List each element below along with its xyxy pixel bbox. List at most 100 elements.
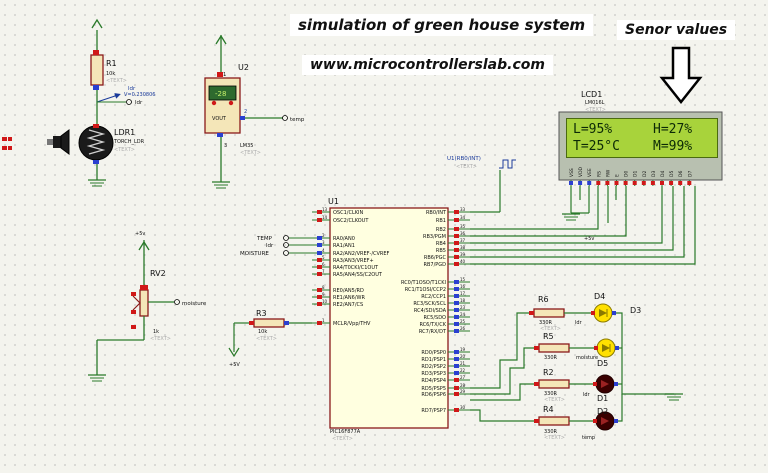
lcd-temperature-reading: T=25°C — [573, 139, 620, 154]
r3-resistor[interactable]: R3 10k <TEXT> +5V — [228, 309, 312, 368]
lcd-pin-label: D6 — [678, 171, 684, 177]
mcu-u1[interactable]: U1 PIC16F877A <TEXT> 13OSC1/CLKIN14OSC2/… — [312, 197, 470, 442]
u2-pin3: 3 — [224, 143, 227, 149]
mcu-pin-number: 19 — [460, 347, 466, 352]
mcu-pin-label: RA1/AN1 — [333, 243, 355, 249]
mcu-pin-number: 1 — [322, 318, 325, 323]
led-section: R6 330R <TEXT> D4 ldr D3 R5 330R — [470, 292, 683, 441]
r3-tag: <TEXT> — [256, 336, 277, 342]
r5-resistor[interactable]: R5 330R — [534, 332, 570, 361]
mcu-pin-number: 7 — [322, 269, 325, 274]
u2-pin1: 1 — [223, 72, 226, 78]
ldr1-model: TORCH_LDR — [113, 139, 145, 145]
lcd-tag: <TEXT> — [585, 107, 606, 113]
mcu-pin-number: 40 — [460, 259, 466, 264]
d1-ref: D1 — [597, 394, 608, 403]
lcd-ref: LCD1 — [581, 90, 602, 99]
page-title: simulation of green house system — [290, 14, 594, 36]
lcd-pin-label: E — [615, 174, 621, 177]
ldr-net-label: ldr — [135, 100, 143, 106]
mcu-pin-number: 14 — [322, 215, 328, 220]
mcu-pin-number: 36 — [460, 231, 466, 236]
mcu-pin-label: RD6/PSP6 — [421, 392, 446, 398]
r4-resistor[interactable]: R4 330R <TEXT> — [534, 405, 570, 441]
d4-led[interactable]: D4 ldr — [575, 292, 616, 326]
r6-tag: <TEXT> — [540, 326, 561, 332]
u2-tag: <TEXT> — [240, 150, 261, 156]
d3-ref: D3 — [630, 306, 641, 315]
mcu-pin-number: 13 — [322, 207, 328, 212]
mcu-pin-label: RB3/PGM — [423, 234, 446, 240]
mcu-pin-label: RD1/PSP1 — [421, 357, 446, 363]
mcu-pin-number: 29 — [460, 389, 466, 394]
ldr1-tag: <TEXT> — [114, 147, 135, 153]
lcd-pin-label: VSS — [569, 168, 575, 177]
mcu-pin-number: 39 — [460, 252, 466, 257]
r2-resistor[interactable]: R2 330R <TEXT> — [534, 368, 570, 403]
lcd-data-bus: +5v — [470, 186, 696, 265]
mcu-pin-label: RB2 — [436, 227, 446, 233]
r5-ref: R5 — [543, 332, 554, 341]
mcu-pin-number: 34 — [460, 215, 466, 220]
u2-net-temp: temp — [290, 117, 305, 123]
d1-led[interactable]: ldr D1 — [583, 374, 618, 403]
mcu-pin-label: RD2/PSP2 — [421, 364, 446, 370]
mcu-pin-number: 17 — [460, 291, 466, 296]
d2-ref: D2 — [597, 407, 608, 416]
r5-value: 330R — [544, 355, 558, 361]
r1-resistor[interactable]: R1 10k <TEXT> — [90, 18, 127, 125]
mcu-pin-number: 8 — [322, 285, 325, 290]
net-label-ldr: ldr — [266, 243, 274, 249]
mcu-pin-number: 35 — [460, 224, 466, 229]
rv2-potentiometer[interactable]: +5v moisture RV2 1k <TEXT> — [88, 231, 207, 382]
mcu-pin-label: RC4/SDI/SDA — [414, 308, 447, 314]
r1-value: 10k — [106, 71, 115, 77]
mcu-pin-label: RA0/AN0 — [333, 236, 355, 242]
r6-value: 330R — [539, 320, 553, 326]
r4-value: 330R — [544, 429, 558, 435]
mcu-pin-label: RC7/RX/DT — [419, 329, 447, 335]
mcu-pin-label: RC3/SCK/SCL — [413, 301, 446, 307]
ldr1-ref: LDR1 — [114, 128, 135, 137]
mcu-pin-label: OSC2/CLKOUT — [333, 218, 369, 224]
lcd-pin-label: D1 — [633, 171, 639, 177]
d5-led[interactable]: moisture D5 — [576, 338, 619, 368]
lcd-pin-label: D2 — [642, 171, 648, 177]
mcu-pin-label: RE0/AN5/RD — [333, 288, 364, 294]
clock-source[interactable]: U1(RB0/INT) <TEXT> — [447, 156, 516, 213]
mcu-pin-label: RB0/INT — [426, 210, 447, 216]
u2-display: -28 — [215, 90, 226, 98]
mcu-pin-number: 26 — [460, 326, 466, 331]
d4-ref: D4 — [594, 292, 605, 301]
mcu-pin-number: 25 — [460, 319, 466, 324]
d2-net: temp — [582, 435, 595, 441]
lcd-pin-label: RS — [596, 171, 602, 177]
lcd-screen: L=95% H=27% T=25°C M=99% — [566, 118, 718, 158]
mcu-pin-label: OSC1/CLKIN — [333, 210, 363, 216]
net-label-moisture: MOISTURE — [240, 251, 269, 257]
lcd-pin-label: D7 — [687, 171, 693, 177]
mcu-pin-number: 4 — [322, 248, 325, 253]
mcu-pin-label: RA3/AN3/VREF+ — [333, 258, 374, 264]
mcu-pin-number: 23 — [460, 305, 466, 310]
mcu-pin-number: 24 — [460, 312, 466, 317]
mcu-pin-label: RC2/CCP1 — [421, 294, 446, 300]
r3-supply: +5V — [229, 362, 240, 368]
u2-temperature-sensor[interactable]: -28 VOUT U2 1 3 2 temp LM35 <TEXT> — [204, 34, 305, 189]
mcu-pin-number: 20 — [460, 354, 466, 359]
r1-tag: <TEXT> — [106, 78, 127, 84]
r6-resistor[interactable]: R6 330R <TEXT> — [529, 295, 565, 332]
ldr-probe[interactable]: ldr V=0.230806 ldr — [96, 86, 155, 106]
mcu-pin-label: RE1/AN6/WR — [333, 295, 365, 301]
left-edge-pins — [2, 137, 12, 150]
mcu-pin-label: RB7/PGD — [423, 262, 446, 268]
ldr1-sensor[interactable]: LDR1 TORCH_LDR <TEXT> — [78, 124, 145, 187]
mcu-ref: U1 — [328, 197, 339, 206]
mcu-pin-number: 28 — [460, 383, 466, 388]
mcu-pin-number: 9 — [322, 292, 325, 297]
d2-led[interactable]: D2 temp — [582, 407, 618, 441]
mcu-pin-label: RB1 — [436, 218, 446, 224]
mcu-pin-label: RC5/SDO — [423, 315, 446, 321]
torch-icon[interactable] — [47, 129, 70, 155]
